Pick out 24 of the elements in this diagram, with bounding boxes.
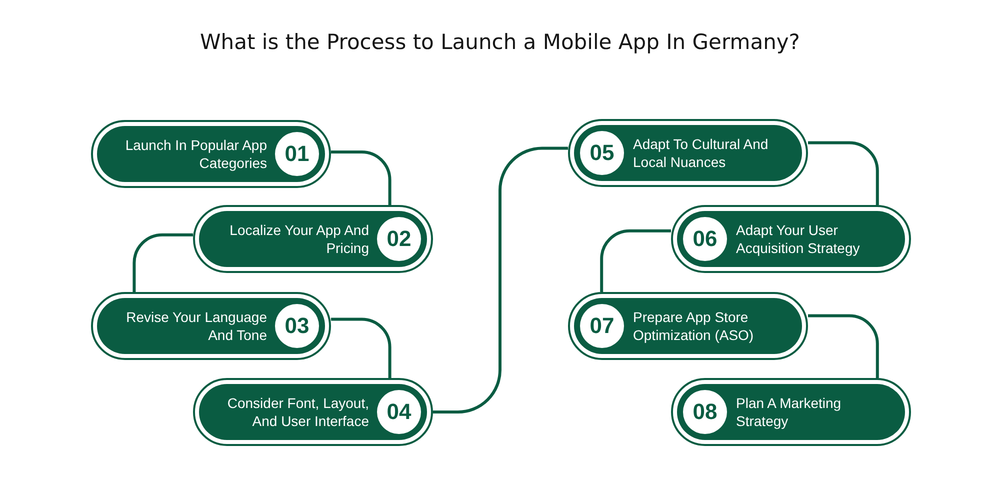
connector-line: [132, 233, 193, 292]
step-label: Plan A Marketing Strategy: [736, 394, 842, 430]
step-number: 02: [377, 217, 421, 261]
step-number: 04: [377, 390, 421, 434]
step-label: Prepare App Store Optimization (ASO): [633, 308, 755, 344]
step-number: 05: [580, 131, 624, 175]
step-label: Adapt To Cultural And Local Nuances: [633, 135, 770, 171]
step-number: 01: [275, 132, 319, 176]
title: What is the Process to Launch a Mobile App In Germany?: [200, 30, 800, 54]
step-number: 07: [580, 304, 624, 348]
connector-line: [808, 314, 879, 378]
step-number: 08: [683, 390, 727, 434]
step-label: Launch In Popular App Categories: [124, 136, 267, 172]
connector-line: [331, 318, 392, 378]
step-label: Adapt Your User Acquisition Strategy: [736, 221, 861, 257]
connector-line: [433, 146, 568, 414]
step-label: Consider Font, Layout, And User Interface: [226, 394, 369, 430]
step-number: 06: [683, 217, 727, 261]
step-number: 03: [275, 304, 319, 348]
connector-line: [600, 229, 671, 292]
connector-line: [808, 141, 879, 205]
step-label: Revise Your Language And Tone: [125, 308, 267, 344]
connector-line: [331, 150, 392, 205]
step-label: Localize Your App And Pricing: [228, 221, 369, 257]
